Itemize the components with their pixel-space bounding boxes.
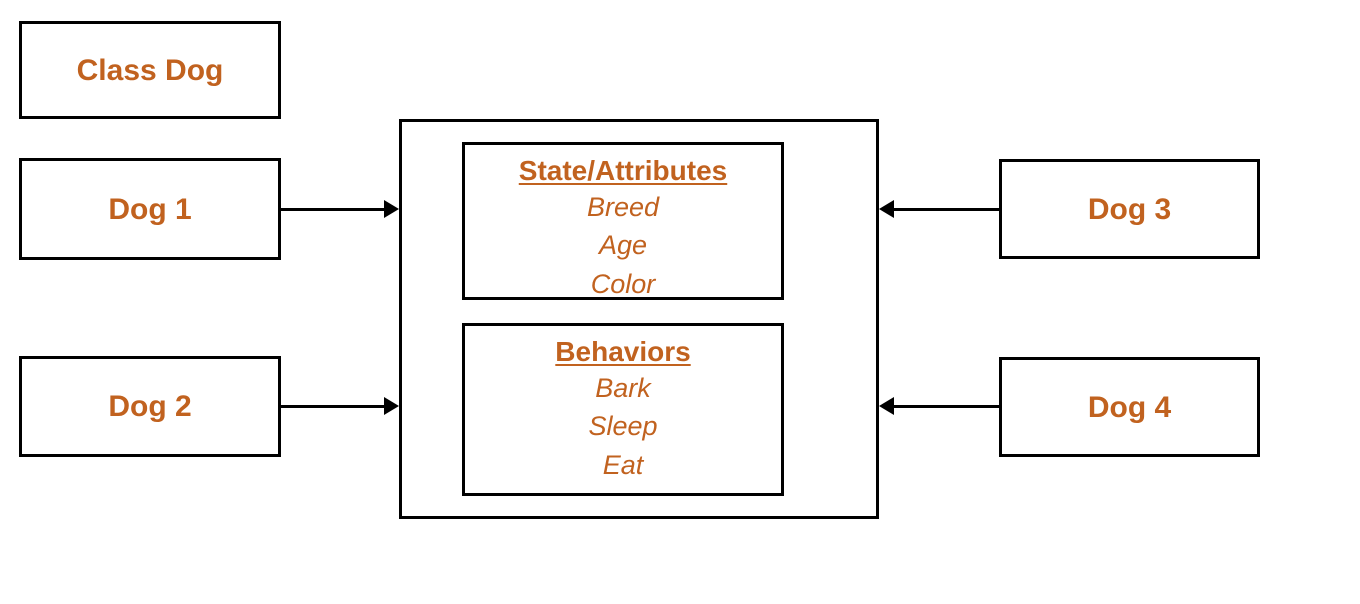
arrowhead-dog-4-icon [879, 397, 894, 415]
compartment-item-age: Age [598, 230, 648, 261]
compartment-title-behaviors: Behaviors [555, 336, 691, 367]
instance-box-dog-4[interactable]: Dog 4 [999, 357, 1260, 457]
compartment-item-breed: Breed [586, 192, 660, 222]
instance-label-dog-3: Dog 3 [1087, 192, 1172, 226]
connector-dog-2-to-class [281, 405, 384, 408]
connector-dog-3-to-class [894, 208, 999, 211]
connector-dog-4-to-class [894, 405, 999, 408]
arrowhead-dog-1-icon [384, 200, 399, 218]
instance-label-dog-2: Dog 2 [108, 390, 192, 423]
compartment-item-sleep: Sleep [588, 411, 658, 442]
compartment-behaviors[interactable]: Behaviors Bark Sleep Eat [462, 323, 784, 496]
instance-label-dog-4: Dog 4 [1087, 390, 1172, 424]
instance-box-dog-2[interactable]: Dog 2 [19, 356, 281, 457]
compartment-title-state-attributes: State/Attributes [518, 155, 728, 186]
compartment-item-bark: Bark [595, 373, 651, 403]
arrowhead-dog-3-icon [879, 200, 894, 218]
compartment-state-attributes[interactable]: State/Attributes Breed Age Color [462, 142, 784, 300]
compartment-item-eat: Eat [602, 449, 644, 480]
class-dog-title-box[interactable]: Class Dog [19, 21, 281, 119]
instance-label-dog-1: Dog 1 [108, 192, 192, 226]
compartment-item-color: Color [590, 268, 656, 299]
class-container: State/Attributes Breed Age Color Behavio… [399, 119, 879, 519]
class-dog-title-label: Class Dog [76, 53, 224, 87]
arrowhead-dog-2-icon [384, 397, 399, 415]
instance-box-dog-3[interactable]: Dog 3 [999, 159, 1260, 259]
instance-box-dog-1[interactable]: Dog 1 [19, 158, 281, 260]
connector-dog-1-to-class [281, 208, 384, 211]
